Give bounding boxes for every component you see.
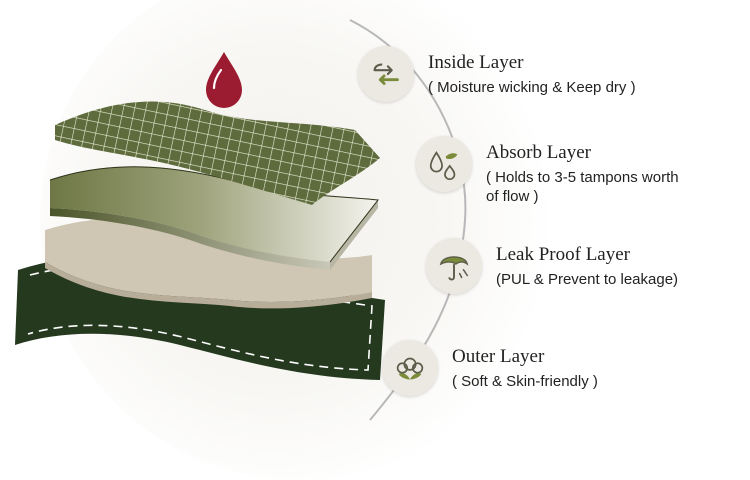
umbrella-icon (426, 238, 482, 294)
absorb-layer-fabric (49, 166, 379, 270)
feature-outer-layer: Outer Layer ( Soft & Skin-friendly ) (382, 340, 598, 396)
blood-drop-icon (206, 52, 242, 108)
feature-title: Leak Proof Layer (496, 244, 630, 265)
leak-proof-layer-fabric (45, 218, 372, 309)
feature-inside-layer: Inside Layer ( Moisture wicking & Keep d… (358, 46, 636, 102)
feature-description: ( Soft & Skin-friendly ) (452, 373, 598, 390)
feature-leak-proof-layer: Leak Proof Layer (PUL & Prevent to leaka… (426, 238, 678, 294)
feature-title: Absorb Layer (486, 142, 591, 163)
cotton-flower-icon (382, 340, 438, 396)
feature-description: ( Holds to 3-5 tampons worth of flow ) (486, 169, 679, 205)
feature-absorb-layer: Absorb Layer ( Holds to 3-5 tampons wort… (416, 136, 679, 206)
product-layers-infographic: Inside Layer ( Moisture wicking & Keep d… (15, 0, 679, 480)
feature-title: Outer Layer (452, 346, 545, 367)
feature-description: ( Moisture wicking & Keep dry ) (428, 79, 636, 96)
feature-title: Inside Layer (428, 52, 524, 73)
inside-layer-fabric (55, 101, 380, 205)
feature-description: (PUL & Prevent to leakage) (496, 271, 679, 288)
water-drops-icon (416, 136, 472, 192)
recycle-arrows-icon (358, 46, 414, 102)
